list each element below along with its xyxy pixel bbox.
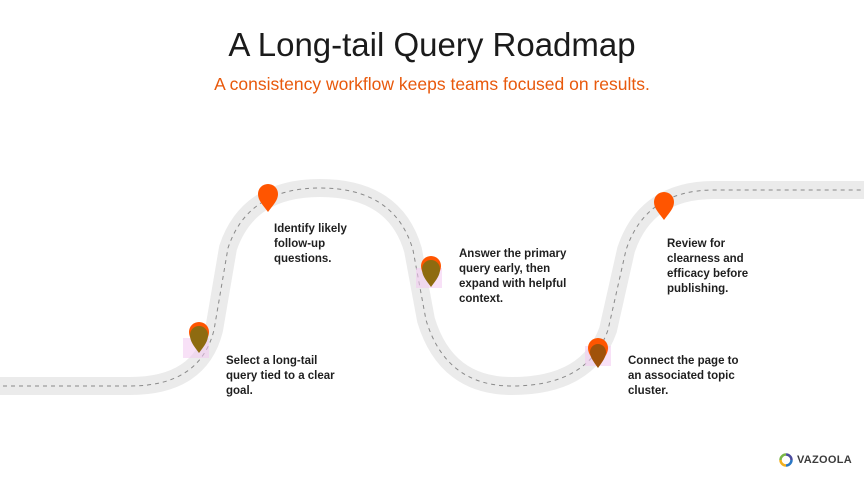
map-pin-icon-step-1 xyxy=(189,322,209,353)
step-2-text: Identify likely follow-up questions. xyxy=(274,223,347,265)
map-pin-icon-step-4 xyxy=(588,338,608,368)
map-pin-icon-step-3 xyxy=(421,256,441,287)
step-3-text: Answer the primary query early, then exp… xyxy=(459,248,567,305)
brand-name: VAZOOLA xyxy=(796,454,852,466)
step-5-text: Review for clearness and efficacy before… xyxy=(667,238,749,295)
vazoola-ring-logo-icon xyxy=(779,453,793,467)
page-subtitle: A consistency workflow keeps teams focus… xyxy=(214,74,650,94)
page-title: A Long-tail Query Roadmap xyxy=(228,26,636,63)
map-pin-icon-step-5 xyxy=(654,192,674,220)
map-pin-icon-step-2 xyxy=(258,184,278,212)
road-path xyxy=(0,179,864,395)
step-1-text: Select a long-tail query tied to a clear… xyxy=(226,355,335,397)
brand-logo: VAZOOLA xyxy=(778,452,852,468)
step-4-text: Connect the page to an associated topic … xyxy=(628,355,739,397)
